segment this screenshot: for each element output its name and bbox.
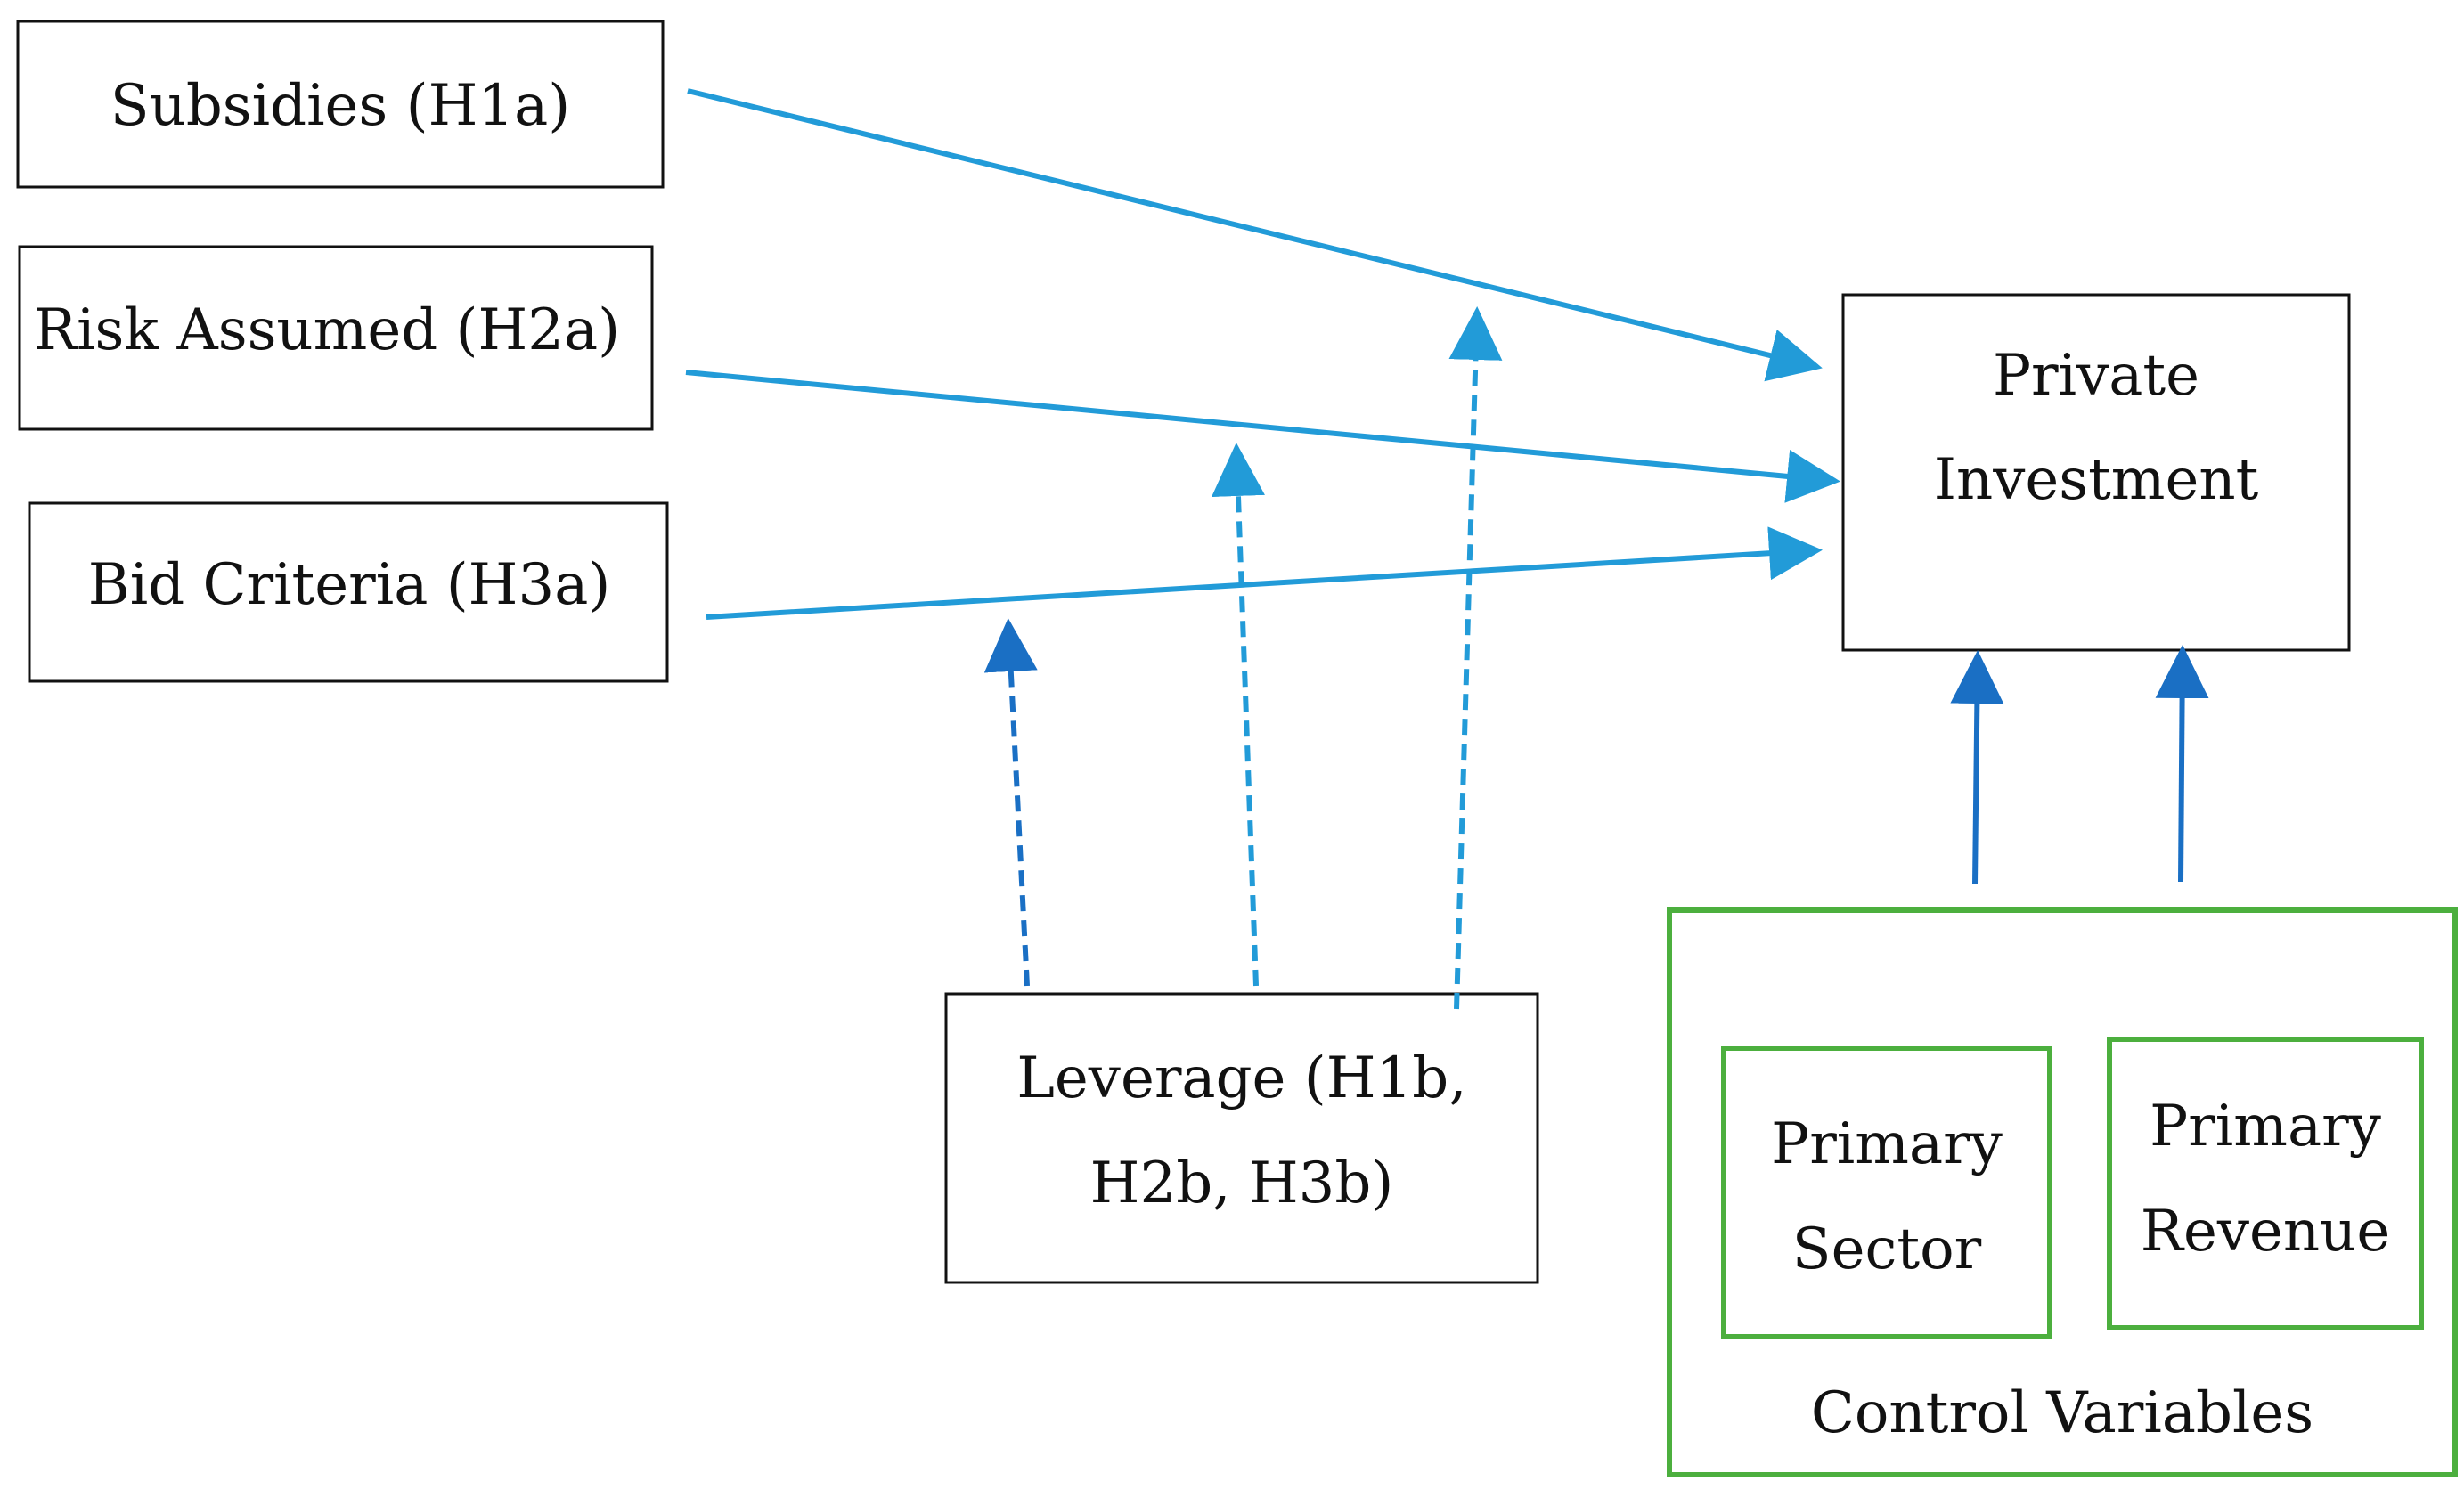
primary-sector-label-line2: Sector bbox=[1792, 1216, 1982, 1282]
moderating-arrow-h2b bbox=[1211, 443, 1265, 987]
moderating-arrow-h3b bbox=[983, 618, 1038, 987]
primary-revenue-box: Primary Revenue bbox=[2107, 1037, 2424, 1330]
primary-sector-label-line1: Primary bbox=[1771, 1111, 2003, 1177]
leverage-label-line2: H2b, H3b) bbox=[1090, 1151, 1394, 1216]
primary-revenue-label-line1: Primary bbox=[2150, 1094, 2381, 1159]
private-investment-box: Private Investment bbox=[1841, 293, 2351, 652]
risk-assumed-label: Risk Assumed (H2a) bbox=[34, 297, 620, 363]
control-variables-label: Control Variables bbox=[1811, 1380, 2313, 1446]
subsidies-label: Subsidies (H1a) bbox=[110, 73, 570, 139]
bid-criteria-label: Bid Criteria (H3a) bbox=[88, 552, 611, 618]
primary-sector-box: Primary Sector bbox=[1721, 1046, 2052, 1339]
private-investment-label-line1: Private bbox=[1993, 343, 2199, 409]
arrow-subsidies-to-private bbox=[687, 88, 1823, 382]
arrow-risk-to-private bbox=[685, 370, 1840, 503]
arrow-revenue-to-private bbox=[2155, 645, 2209, 883]
subsidies-box: Subsidies (H1a) bbox=[16, 20, 665, 189]
moderating-arrow-h1b bbox=[1448, 306, 1503, 1010]
leverage-label-line1: Leverage (H1b, bbox=[1016, 1046, 1466, 1111]
private-investment-label-line2: Investment bbox=[1934, 447, 2259, 513]
bid-criteria-box: Bid Criteria (H3a) bbox=[28, 501, 669, 683]
leverage-box: Leverage (H1b, H2b, H3b) bbox=[944, 992, 1539, 1284]
risk-assumed-box: Risk Assumed (H2a) bbox=[18, 245, 654, 431]
primary-revenue-label-line2: Revenue bbox=[2141, 1199, 2390, 1265]
arrow-sector-to-private bbox=[1950, 650, 2004, 885]
arrow-bid-to-private bbox=[706, 526, 1823, 620]
